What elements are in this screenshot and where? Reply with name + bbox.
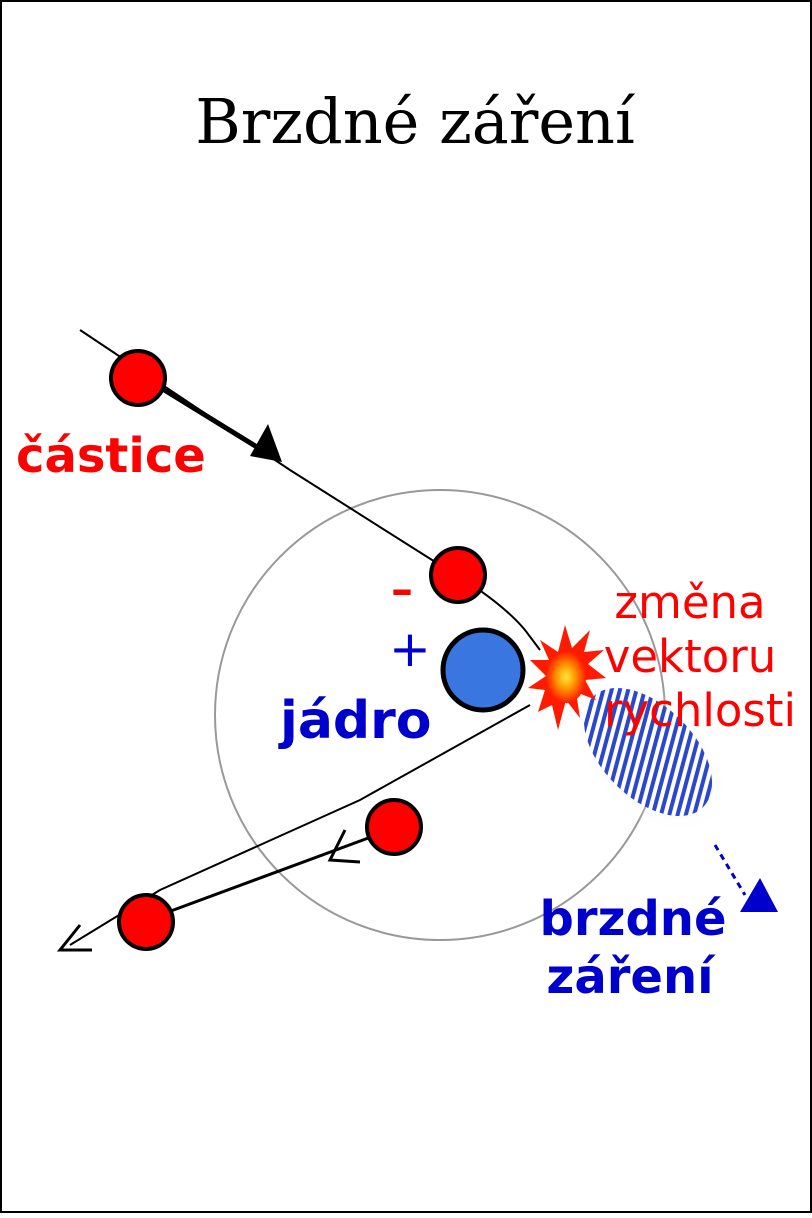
- nucleus: [440, 627, 526, 713]
- change-label-line2: vektoru: [604, 630, 777, 683]
- minus-sign: –: [391, 564, 413, 615]
- radiation-wave: [583, 687, 713, 817]
- outgoing-trajectory: [69, 704, 531, 946]
- particle-outgoing-2: [117, 893, 175, 951]
- outgoing-arrow-end-icon: [56, 924, 92, 952]
- change-label-line1: změna: [614, 576, 765, 629]
- radiation-label-line1: brzdné: [539, 891, 726, 947]
- particle-incoming-2: [429, 546, 487, 604]
- incoming-arrow-icon: [250, 424, 282, 462]
- collision-core: [546, 651, 586, 703]
- nucleus-label: jádro: [278, 691, 432, 751]
- outgoing-arrow-mid-icon: [327, 829, 361, 864]
- radiation-direction-line: [713, 844, 747, 896]
- radiation-arrow-icon: [740, 878, 778, 912]
- particle-label: částice: [16, 428, 206, 484]
- particle-outgoing-1: [365, 798, 423, 856]
- plus-sign: +: [389, 620, 431, 678]
- particle-incoming-1: [109, 349, 167, 407]
- radiation-label-line2: záření: [546, 949, 716, 1005]
- outgoing-trajectory-lower: [159, 828, 391, 917]
- page-title: Brzdné záření: [195, 85, 636, 158]
- change-label-line3: rychlosti: [604, 684, 796, 737]
